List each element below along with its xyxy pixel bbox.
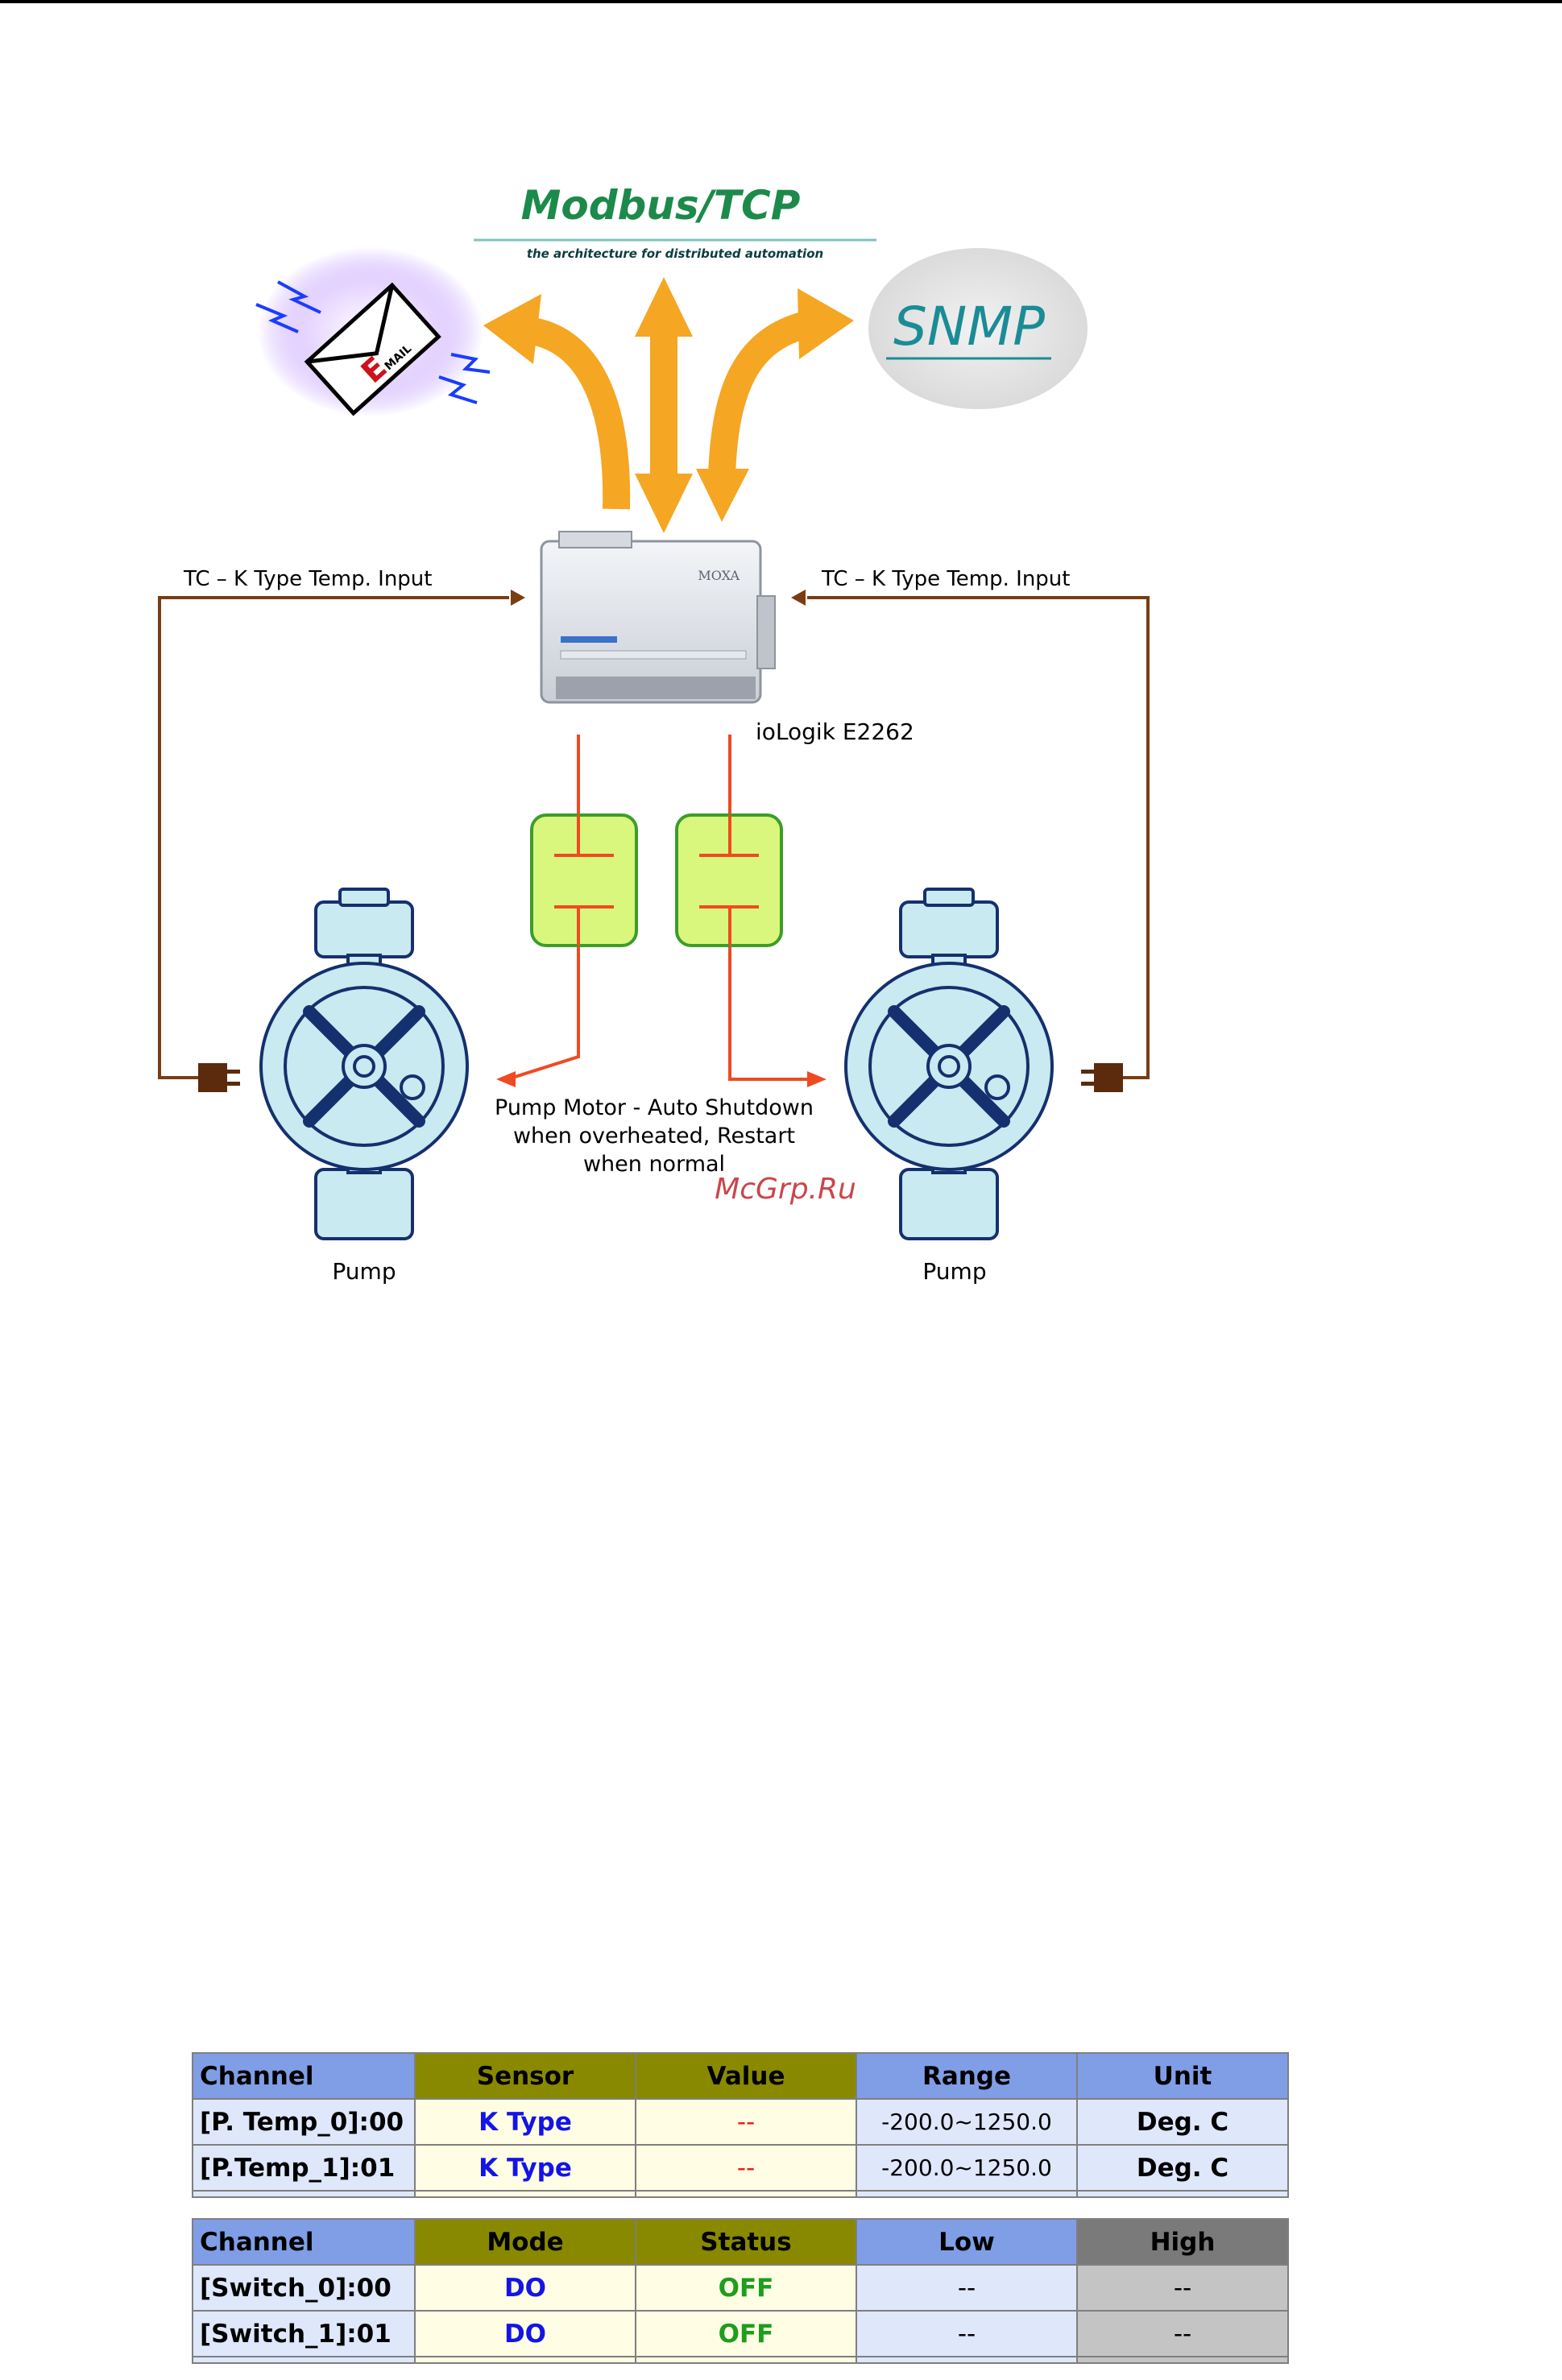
iologik-device: MOXA [540,531,776,704]
table-row[interactable]: [Switch_0]:00 DO OFF -- -- [192,2264,1289,2312]
envelope-flap [306,284,395,364]
table-row[interactable]: [P. Temp_0]:00 K Type -- -200.0~1250.0 D… [192,2098,1289,2146]
switch-header-channel: Channel [192,2218,416,2266]
sensor-header-range: Range [856,2052,1078,2100]
modbus-title: Modbus/TCP [521,182,801,229]
relay-left-arrowhead [496,1071,516,1087]
relay-right [675,813,783,947]
device-led-row [560,650,747,660]
channel-cell: [Switch_0]:00 [192,2264,416,2312]
sensor-type-cell[interactable]: K Type [414,2144,636,2192]
device-top-connector [558,531,632,548]
email-bolt-icon [450,353,491,374]
sensor-header-value: Value [635,2052,857,2100]
sensor-channel-table: Channel Sensor Value Range Unit [P. Temp… [192,2052,1289,2198]
device-brand: MOXA [698,568,740,583]
left-plug-icon [198,1063,240,1092]
arrowhead-snmp-down [696,469,749,522]
sensor-table-header: Channel Sensor Value Range Unit [192,2052,1289,2100]
range-cell: -200.0~1250.0 [856,2144,1078,2192]
status-cell[interactable]: OFF [635,2264,857,2312]
email-icon: E MAIL [255,247,491,416]
application-diagram: Modbus/TCP the architecture for distribu… [158,182,1150,1285]
arrow-to-snmp [708,310,814,476]
sensor-header-unit: Unit [1076,2052,1289,2100]
value-cell: -- [635,2144,857,2192]
value-cell: -- [635,2098,857,2146]
low-cell: -- [856,2264,1078,2312]
modbus-tcp-logo: Modbus/TCP the architecture for distribu… [474,182,876,261]
modbus-tagline: the architecture for distributed automat… [527,246,823,261]
left-pump-label: Pump [332,1258,396,1285]
range-cell: -200.0~1250.0 [856,2098,1078,2146]
high-cell: -- [1076,2310,1289,2357]
switch-channel-table: Channel Mode Status Low High [Switch_0]:… [192,2218,1289,2364]
switch-header-status: Status [635,2218,857,2266]
table-row-spacer [192,2190,1289,2198]
channel-cell: [P. Temp_0]:00 [192,2098,416,2146]
high-cell: -- [1076,2264,1289,2312]
switch-header-mode: Mode [414,2218,636,2266]
device-terminal-block [556,677,756,699]
table-row-spacer [192,2356,1289,2364]
mode-cell[interactable]: DO [414,2264,636,2312]
email-bolt-icon [438,375,478,404]
communication-arrows [525,310,814,510]
table-row[interactable]: [P.Temp_1]:01 K Type -- -200.0~1250.0 De… [192,2144,1289,2192]
channel-cell: [P.Temp_1]:01 [192,2144,416,2192]
left-input-arrowhead [511,590,525,606]
switch-header-high: High [1076,2218,1289,2266]
page-top-rule [0,0,1562,3]
left-pump-icon [259,888,469,1240]
device-stripe [561,636,617,643]
low-cell: -- [856,2310,1078,2357]
email-bolt-icon [255,303,299,333]
switch-header-low: Low [856,2218,1078,2266]
email-bolt-icon [277,280,321,314]
device-side [756,595,776,669]
left-input-label: TC – K Type Temp. Input [183,567,432,591]
status-cell[interactable]: OFF [635,2310,857,2357]
arrowhead-modbus-down [635,474,693,533]
unit-cell: Deg. C [1076,2144,1289,2192]
arrow-to-email [525,317,631,510]
right-plug-icon [1081,1063,1123,1092]
envelope-body [304,282,441,416]
device-name-label: ioLogik E2262 [756,718,914,745]
right-temp-input-wire [807,596,1150,1079]
right-input-label: TC – K Type Temp. Input [821,567,1070,591]
table-row[interactable]: [Switch_1]:01 DO OFF -- -- [192,2310,1289,2357]
snmp-bubble [868,248,1088,409]
pump-motor-line-2: when overheated, Restart [513,1124,795,1149]
relay-left [530,813,638,947]
switch-table-header: Channel Mode Status Low High [192,2218,1289,2266]
sensor-type-cell[interactable]: K Type [414,2098,636,2146]
sensor-header-channel: Channel [192,2052,416,2100]
right-pump-icon [844,888,1054,1240]
sensor-header-sensor: Sensor [414,2052,636,2100]
arrowhead-email [483,294,541,364]
pump-motor-line-1: Pump Motor - Auto Shutdown [495,1095,814,1120]
arrowhead-snmp [798,288,854,359]
snmp-label: SNMP [893,296,1045,358]
left-temp-input-wire [158,596,509,1079]
mode-cell[interactable]: DO [414,2310,636,2357]
channel-cell: [Switch_1]:01 [192,2310,416,2357]
right-pump-label: Pump [922,1258,986,1285]
unit-cell: Deg. C [1076,2098,1289,2146]
arrow-heads [483,277,854,533]
relay-right-arrowhead [807,1071,827,1087]
snmp-logo: SNMP [868,248,1088,409]
right-input-arrowhead [791,590,806,606]
watermark: McGrp.Ru [715,1173,856,1206]
pump-motor-line-3: when normal [583,1152,725,1177]
arrowhead-modbus-up [635,277,693,337]
